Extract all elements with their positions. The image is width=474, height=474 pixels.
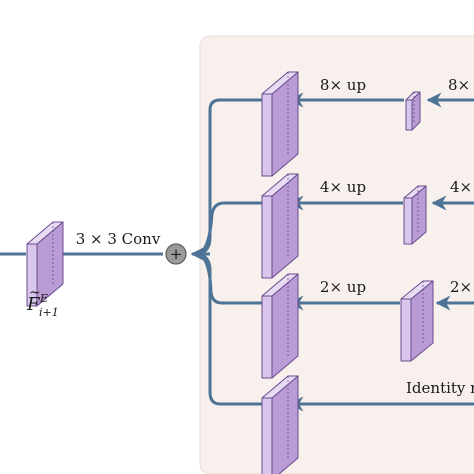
output-feature-label: F ~ E i+1 [26,285,59,319]
block-row3-large [261,273,299,379]
bus-row4 [199,252,262,406]
block-row2-small-front [403,197,413,245]
block-row1-large [261,71,299,177]
sum-node: + [165,243,187,265]
output-symbol: F [26,294,41,315]
block-row1-large-top [261,71,299,95]
block-row1-small [405,91,421,131]
block-row2-small [403,185,427,245]
block-row3-small-front [400,298,412,362]
label-up4-cut: 4× [450,178,472,196]
block-output [26,221,64,307]
output-subscript: i+1 [39,306,59,319]
block-row4-large [261,375,299,474]
output-superscript: E [39,292,48,305]
block-row2-large-front [261,195,273,279]
label-identity: Identity r [406,379,474,397]
block-row1-small-top [405,91,421,101]
block-row3-large-top [261,273,299,297]
block-output-top [26,221,64,245]
connections [0,92,474,412]
branch-panel [199,35,474,474]
output-tilde: ~ [29,285,41,301]
block-row1-large-front [261,93,273,177]
label-up8-cut: 8× [448,76,470,94]
block-row4-large-top [261,375,299,399]
label-up2: 2× up [320,278,366,296]
block-row1-small-front [405,99,413,131]
sum-symbol: + [170,245,183,263]
label-conv: 3 × 3 Conv [76,230,161,248]
label-up4: 4× up [320,178,366,196]
feature-blocks [26,71,434,474]
block-row2-large-top [261,173,299,197]
label-up8: 8× up [320,76,366,94]
block-row3-large-front [261,295,273,379]
block-row2-large [261,173,299,279]
block-row3-small [400,280,434,362]
label-up2-cut: 2× [450,278,472,296]
bus-row1 [199,98,262,256]
block-row2-small-top [403,185,427,199]
block-row4-large-front [261,397,273,474]
block-row3-small-top [400,280,434,300]
